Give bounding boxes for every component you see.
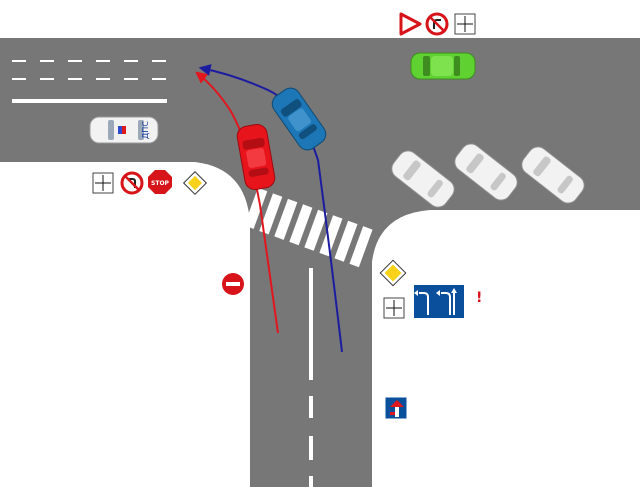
no-right-turn-icon — [425, 12, 449, 36]
road-network — [0, 38, 640, 487]
yield-sign-icon — [399, 12, 422, 36]
priority-road-icon — [182, 170, 208, 196]
priority-road-icon-right — [379, 259, 407, 287]
road-surface — [0, 38, 640, 487]
warning-exclamation: ! — [476, 290, 482, 306]
lane-dashes — [12, 60, 166, 80]
dead-end-icon — [384, 396, 408, 420]
no-entry-icon — [222, 273, 244, 295]
no-left-turn-icon — [120, 171, 144, 195]
red-car — [236, 123, 276, 191]
parked-car-2 — [454, 143, 518, 201]
parked-car-3 — [521, 146, 585, 204]
center-line — [309, 268, 313, 487]
stop-sign-text: STOP — [151, 180, 170, 187]
stop-sign-icon: STOP — [148, 170, 172, 194]
parked-car-1 — [391, 150, 455, 208]
intersection-shape-icon — [454, 13, 476, 35]
lane-directions-icon — [414, 285, 464, 318]
blue-car — [271, 87, 327, 151]
intersection-shape-icon-left — [92, 172, 114, 194]
police-car-label: ДПС — [141, 121, 150, 139]
police-car: ДПС — [89, 116, 159, 144]
green-car — [410, 52, 476, 80]
pedestrian-crossing — [244, 187, 373, 268]
intersection-shape-icon-right — [383, 297, 405, 319]
stop-line — [12, 99, 167, 103]
